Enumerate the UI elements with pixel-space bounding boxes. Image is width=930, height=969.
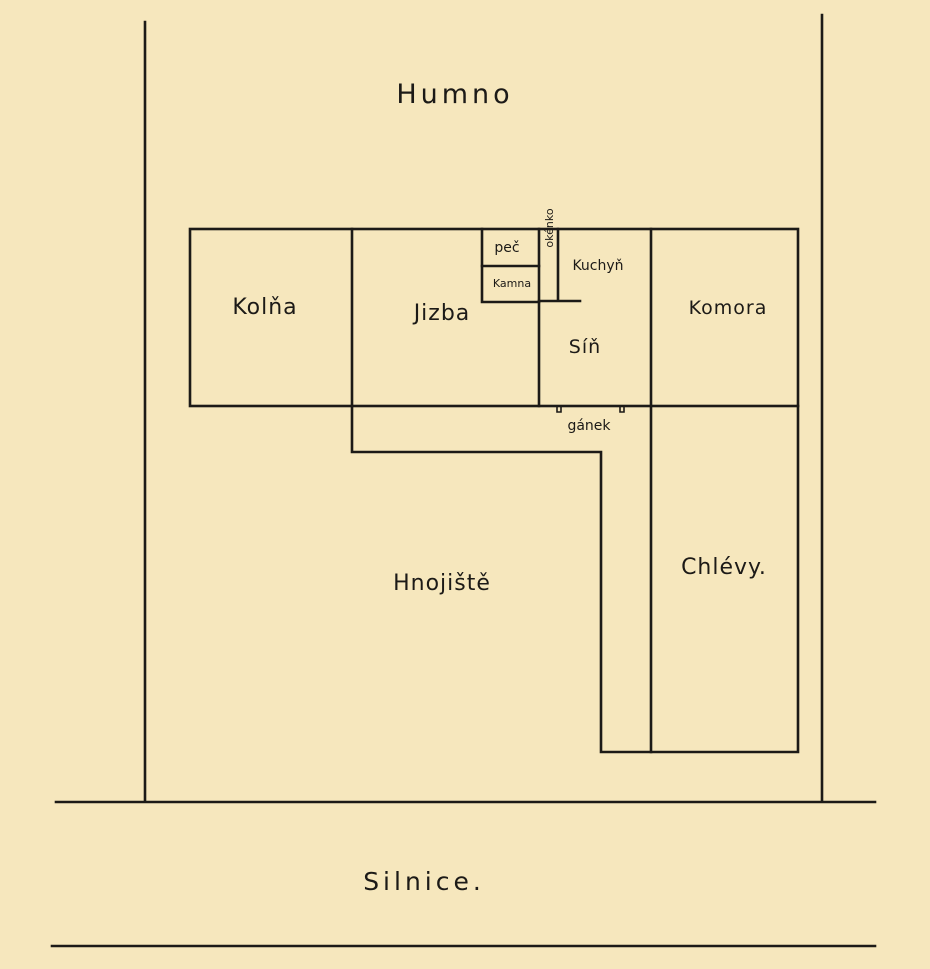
label-humno: Humno [396,79,513,110]
porch-post-mark [619,405,625,413]
label-sin: Síň [569,336,601,358]
main-building-outline [188,227,800,408]
label-chlevy: Chlévy. [681,555,767,580]
label-kolna: Kolňa [232,295,297,320]
label-ganek: gánek [567,418,611,434]
label-okenko: okénko [543,208,556,247]
label-kuchyn: Kuchyň [572,258,623,274]
porch-wall [350,404,800,754]
label-jizba: Jizba [412,301,471,326]
label-hnojiste: Hnojiště [393,571,491,596]
label-kamna: Kamna [493,277,531,290]
porch-post-mark [556,405,562,413]
label-silnice: Silnice. [363,867,485,896]
label-pec: peč [494,240,519,256]
label-komora: Komora [689,297,768,319]
oven-block-outline [480,227,541,304]
